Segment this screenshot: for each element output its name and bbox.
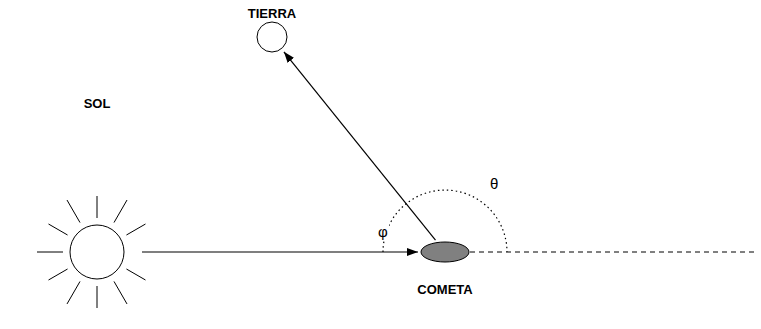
earth-shape [255, 20, 289, 54]
sun-ray [97, 286, 98, 308]
comet-ellipse [421, 242, 469, 262]
reference-line [470, 252, 756, 253]
comet-shape [419, 240, 471, 264]
sun-ray [114, 200, 127, 223]
sun-ray [49, 269, 68, 280]
sun-ray [67, 281, 80, 304]
angle-label: θ [489, 175, 499, 193]
sun-shape [35, 190, 159, 314]
arrow-connector [142, 251, 418, 252]
sun-ray [126, 269, 145, 280]
sun-ray [67, 200, 80, 223]
arrow-connector [284, 52, 436, 240]
sun-label: SOL [35, 96, 159, 112]
earth-node: TIERRA [240, 6, 304, 54]
comet-node: COMETA [400, 240, 490, 300]
comet-label: COMETA [400, 282, 490, 298]
angle-label: φ [377, 223, 389, 241]
sun-ray [97, 196, 98, 218]
sun-ray [114, 281, 127, 304]
sun-ray [37, 252, 63, 253]
sun-circle [70, 225, 124, 279]
sun-node: SOL [35, 96, 159, 316]
sun-ray [49, 224, 68, 235]
earth-circle [257, 22, 287, 52]
earth-label: TIERRA [240, 6, 304, 22]
sun-ray [126, 224, 145, 235]
